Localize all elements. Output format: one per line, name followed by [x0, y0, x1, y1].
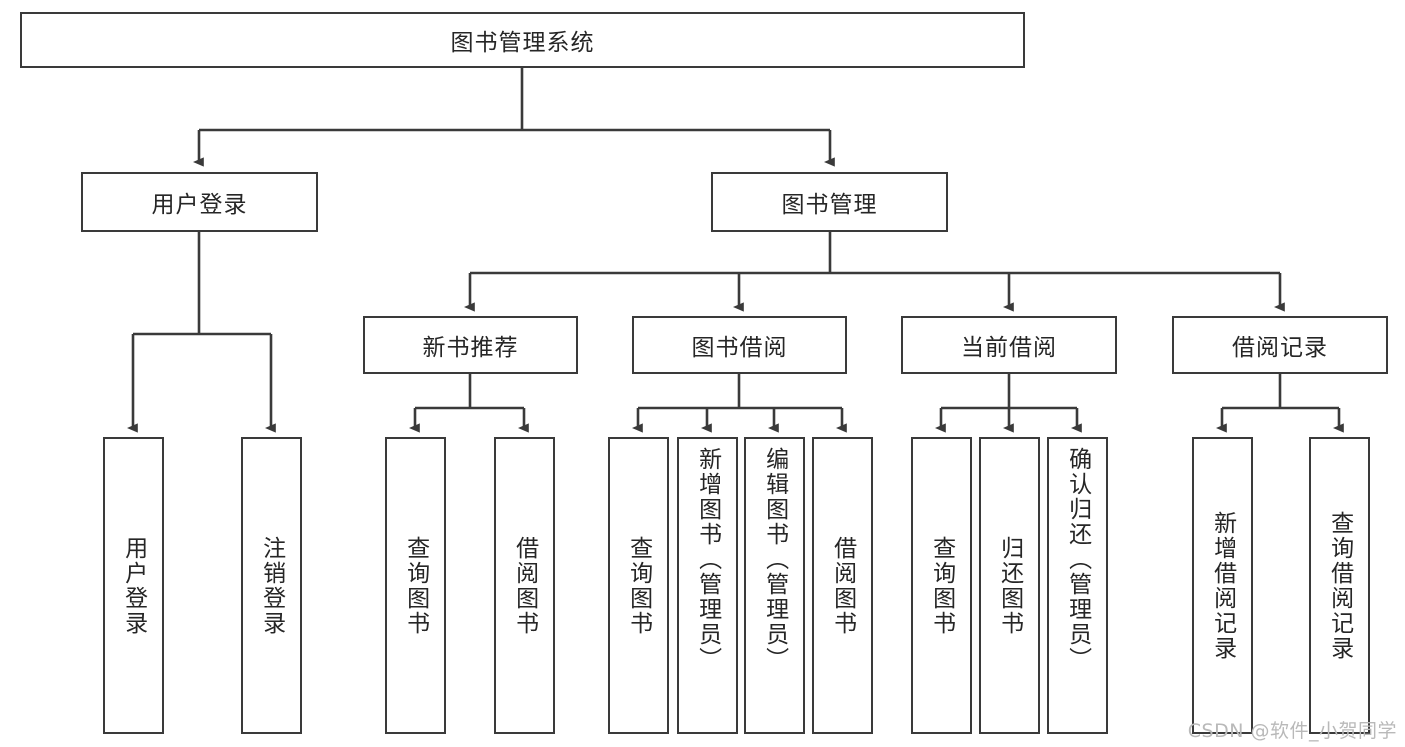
node-leaf-add-record[interactable]: 新增借阅记录 — [1192, 437, 1253, 734]
node-leaf-borrow-book-1-label: 借阅图书 — [511, 535, 538, 636]
node-leaf-borrow-book-2[interactable]: 借阅图书 — [812, 437, 873, 734]
node-book-borrow-label: 图书借阅 — [691, 335, 788, 361]
node-leaf-add-book-label: 新增图书（管理员） — [694, 447, 721, 672]
node-leaf-confirm-return-label: 确认归还（管理员） — [1064, 447, 1091, 672]
node-leaf-query-record[interactable]: 查询借阅记录 — [1309, 437, 1370, 734]
node-user-login-label: 用户登录 — [151, 192, 248, 218]
node-leaf-query-book-1[interactable]: 查询图书 — [385, 437, 446, 734]
node-new-book-recommend-label: 新书推荐 — [422, 335, 519, 361]
node-leaf-confirm-return[interactable]: 确认归还（管理员） — [1047, 437, 1108, 734]
node-leaf-user-login[interactable]: 用户登录 — [103, 437, 164, 734]
node-leaf-query-book-2[interactable]: 查询图书 — [608, 437, 669, 734]
node-leaf-query-book-2-label: 查询图书 — [625, 535, 652, 636]
node-root-label: 图书管理系统 — [450, 30, 595, 56]
node-root[interactable]: 图书管理系统 — [20, 12, 1025, 68]
node-leaf-query-record-label: 查询借阅记录 — [1326, 510, 1353, 661]
node-leaf-edit-book-label: 编辑图书（管理员） — [761, 447, 788, 672]
watermark: CSDN @软件_小贺同学 — [1187, 720, 1397, 742]
node-book-manage[interactable]: 图书管理 — [711, 172, 948, 232]
node-leaf-logout-label: 注销登录 — [258, 535, 285, 636]
node-leaf-return-book-label: 归还图书 — [996, 535, 1023, 636]
node-borrow-record-label: 借阅记录 — [1232, 335, 1328, 361]
node-leaf-query-book-3-label: 查询图书 — [928, 535, 955, 636]
node-leaf-add-record-label: 新增借阅记录 — [1209, 510, 1236, 661]
node-leaf-return-book[interactable]: 归还图书 — [979, 437, 1040, 734]
node-leaf-user-login-label: 用户登录 — [120, 535, 147, 636]
node-leaf-borrow-book-1[interactable]: 借阅图书 — [494, 437, 555, 734]
node-leaf-borrow-book-2-label: 借阅图书 — [829, 535, 856, 636]
node-leaf-query-book-3[interactable]: 查询图书 — [911, 437, 972, 734]
node-borrow-record[interactable]: 借阅记录 — [1172, 316, 1388, 374]
node-leaf-edit-book[interactable]: 编辑图书（管理员） — [744, 437, 805, 734]
node-leaf-query-book-1-label: 查询图书 — [402, 535, 429, 636]
node-book-manage-label: 图书管理 — [781, 192, 878, 218]
node-leaf-logout[interactable]: 注销登录 — [241, 437, 302, 734]
node-new-book-recommend[interactable]: 新书推荐 — [363, 316, 578, 374]
node-book-borrow[interactable]: 图书借阅 — [632, 316, 847, 374]
node-current-borrow-label: 当前借阅 — [961, 335, 1057, 361]
node-leaf-add-book[interactable]: 新增图书（管理员） — [677, 437, 738, 734]
node-user-login[interactable]: 用户登录 — [81, 172, 318, 232]
node-current-borrow[interactable]: 当前借阅 — [901, 316, 1117, 374]
